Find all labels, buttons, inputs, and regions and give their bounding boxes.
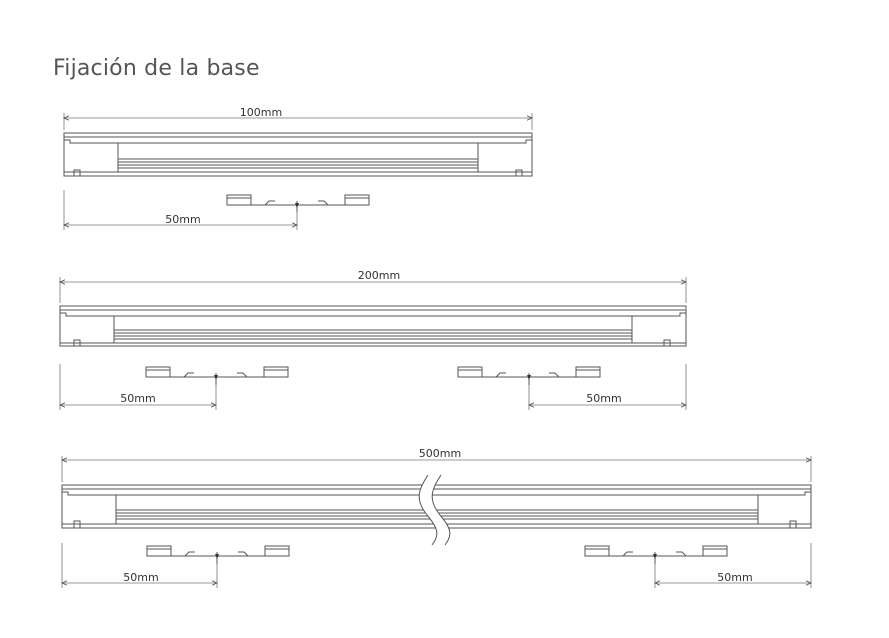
right-offset-label: 50mm — [586, 392, 621, 405]
left-offset-label: 50mm — [165, 213, 200, 226]
right-offset-dimension: 50mm — [655, 543, 811, 588]
mounting-clip-right — [584, 545, 728, 564]
page-title: Fijación de la base — [53, 56, 260, 81]
profile-bar — [63, 132, 533, 177]
length-label: 100mm — [240, 106, 282, 119]
length-label: 500mm — [419, 447, 461, 460]
right-offset-label: 50mm — [717, 571, 752, 584]
length-dimension: 200mm — [60, 269, 686, 303]
break-mark — [418, 474, 451, 546]
mounting-clip-right — [457, 366, 601, 385]
right-offset-dimension: 50mm — [529, 364, 686, 410]
left-offset-dimension: 50mm — [60, 364, 216, 410]
mounting-clip-left — [145, 366, 289, 385]
section-500mm: 500mm — [62, 447, 811, 588]
length-dimension: 100mm — [64, 106, 532, 130]
length-label: 200mm — [358, 269, 400, 282]
section-100mm: 100mm — [64, 106, 532, 230]
profile-bar — [59, 305, 687, 347]
left-offset-label: 50mm — [120, 392, 155, 405]
left-offset-dimension: 50mm — [64, 190, 297, 230]
left-offset-dimension: 50mm — [62, 543, 217, 588]
left-offset-label: 50mm — [123, 571, 158, 584]
length-dimension: 500mm — [62, 447, 811, 482]
section-200mm: 200mm — [60, 269, 686, 410]
mounting-clip — [226, 194, 370, 212]
mounting-clip-left — [146, 545, 290, 564]
